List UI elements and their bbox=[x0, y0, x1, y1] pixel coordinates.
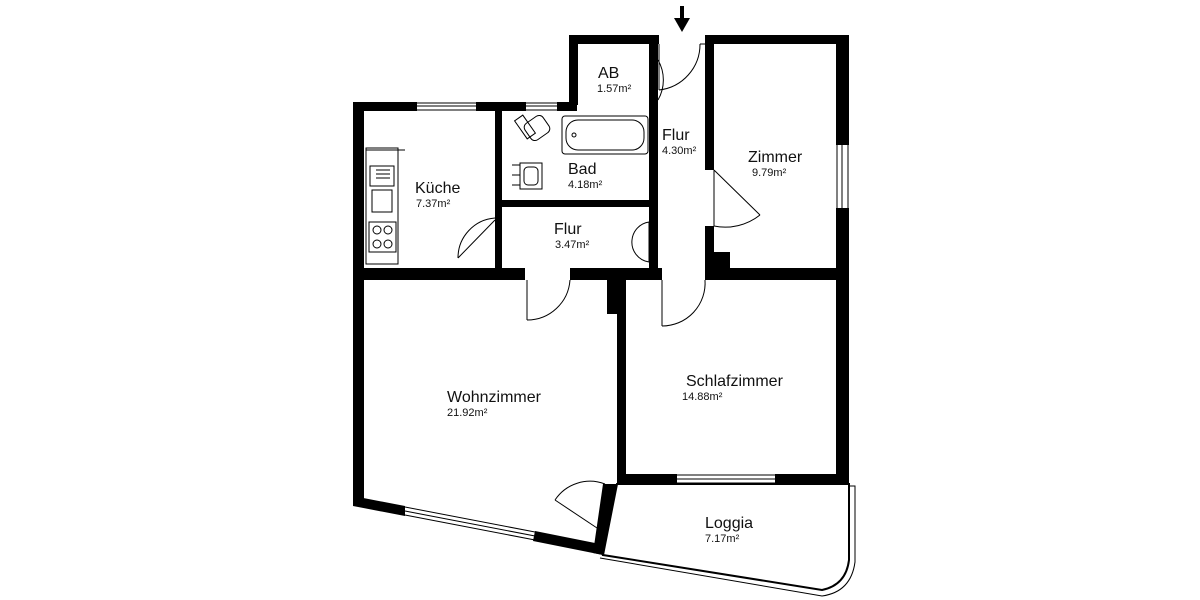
kitchen-counter bbox=[365, 147, 405, 265]
room-zimmer-area: 9.79m² bbox=[752, 167, 787, 179]
room-schlafzimmer-name: Schlafzimmer bbox=[686, 373, 784, 390]
windows bbox=[404, 102, 849, 541]
room-kueche: Küche 7.37m² bbox=[415, 180, 460, 210]
room-schlafzimmer: Schlafzimmer 14.88m² bbox=[682, 373, 784, 403]
room-flur-top-name: Flur bbox=[662, 127, 690, 144]
room-kueche-name: Küche bbox=[415, 180, 460, 197]
room-flur-top-area: 4.30m² bbox=[662, 145, 697, 157]
entrance-arrow-icon bbox=[674, 6, 690, 32]
room-bad-area: 4.18m² bbox=[568, 179, 603, 191]
room-wohnzimmer: Wohnzimmer 21.92m² bbox=[447, 389, 542, 419]
walls bbox=[353, 35, 849, 555]
room-kueche-area: 7.37m² bbox=[416, 198, 451, 210]
room-bad: Bad 4.18m² bbox=[568, 161, 603, 191]
room-zimmer: Zimmer 9.79m² bbox=[748, 149, 803, 179]
room-flur-mid: Flur 3.47m² bbox=[554, 221, 590, 251]
toilet-icon bbox=[513, 114, 551, 142]
room-wohnzimmer-area: 21.92m² bbox=[447, 407, 488, 419]
room-ab-area: 1.57m² bbox=[597, 83, 632, 95]
kitchen-sink-icon bbox=[369, 165, 395, 213]
room-loggia-area: 7.17m² bbox=[705, 533, 740, 545]
room-wohnzimmer-name: Wohnzimmer bbox=[447, 389, 542, 406]
bathtub bbox=[561, 115, 649, 155]
room-ab-name: AB bbox=[598, 65, 619, 82]
room-schlafzimmer-area: 14.88m² bbox=[682, 391, 723, 403]
room-zimmer-name: Zimmer bbox=[748, 149, 803, 166]
doors bbox=[457, 43, 761, 531]
room-flur-mid-area: 3.47m² bbox=[555, 239, 590, 251]
room-flur-top: Flur 4.30m² bbox=[662, 127, 697, 157]
room-loggia-name: Loggia bbox=[705, 515, 753, 532]
room-flur-mid-name: Flur bbox=[554, 221, 582, 238]
room-loggia: Loggia 7.17m² bbox=[705, 515, 753, 545]
stove-icon bbox=[368, 221, 397, 253]
room-bad-name: Bad bbox=[568, 161, 596, 178]
room-ab: AB 1.57m² bbox=[597, 65, 632, 95]
loggia-outline bbox=[599, 483, 856, 597]
sink-icon bbox=[512, 162, 543, 190]
